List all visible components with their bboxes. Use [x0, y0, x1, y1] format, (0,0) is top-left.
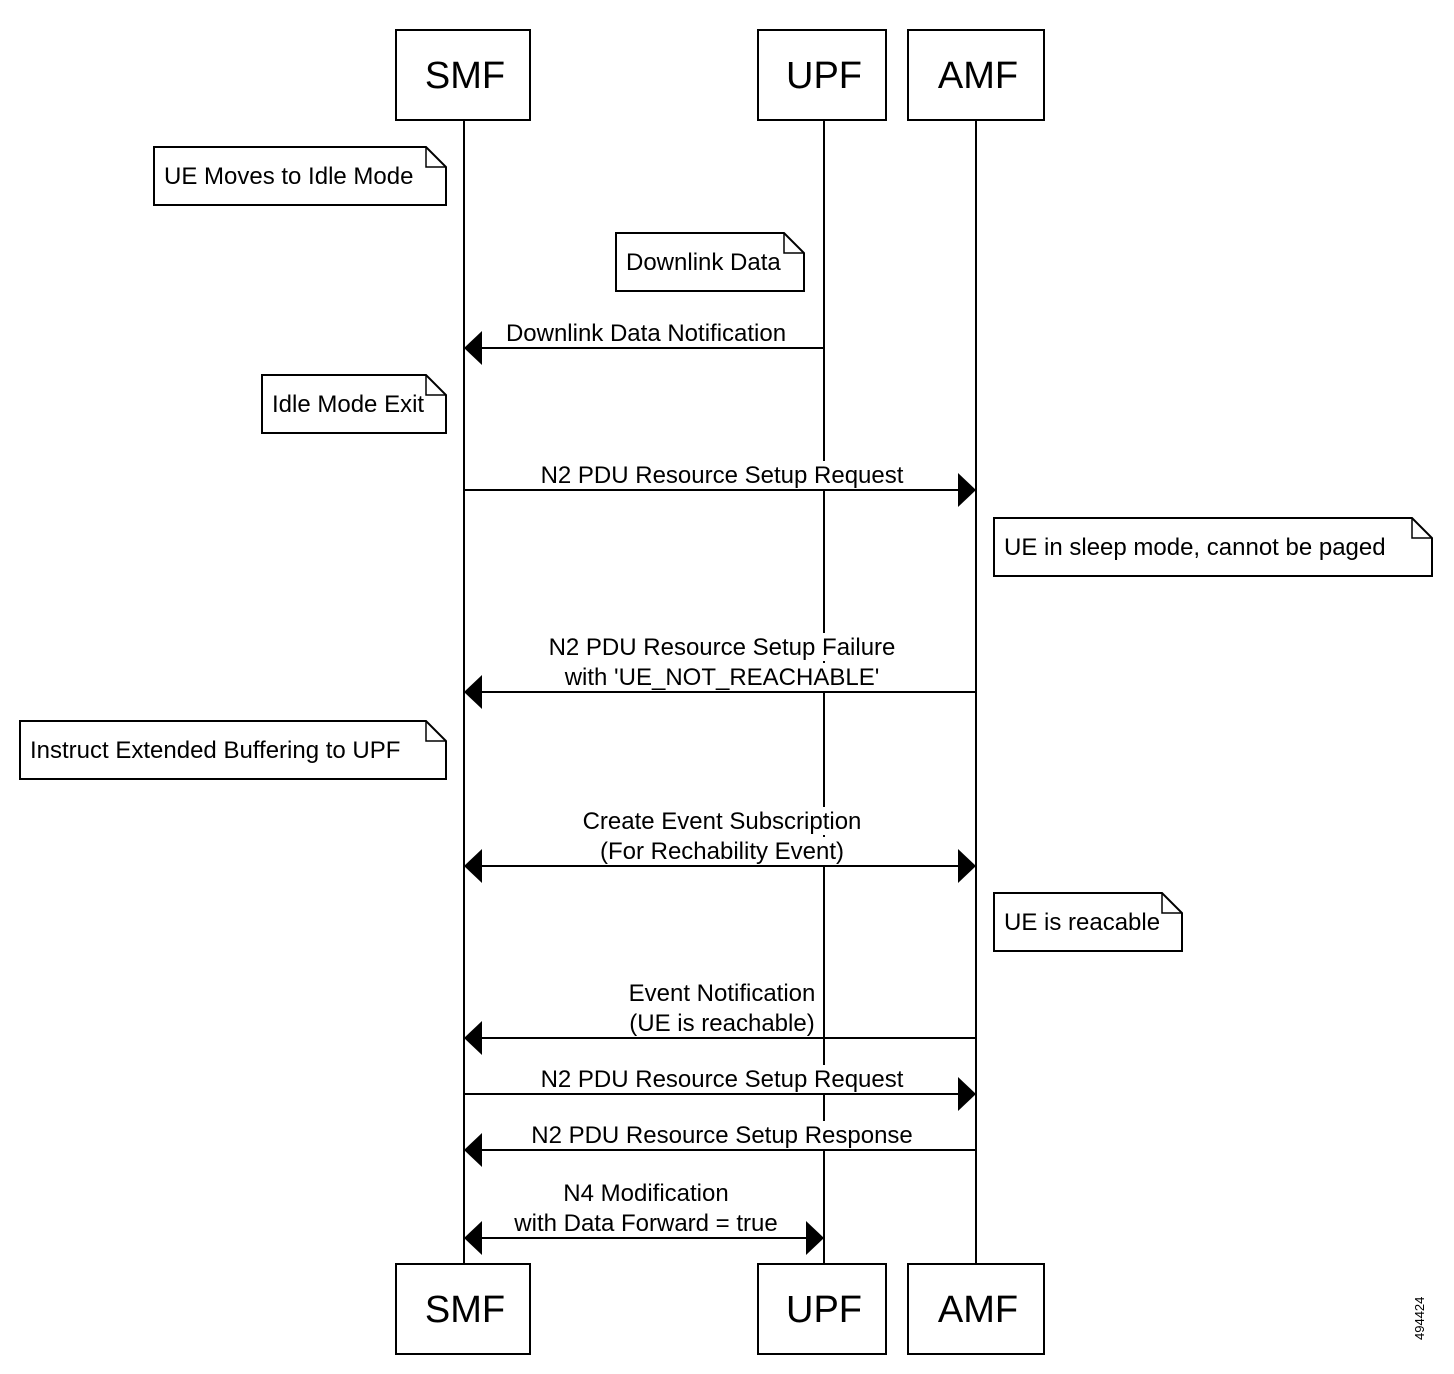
note-text: Downlink Data	[626, 249, 781, 276]
message-label-bg	[538, 1065, 906, 1093]
note: UE Moves to Idle Mode	[153, 146, 447, 206]
participants: SMF SMF UPF UPF AMF AMF	[395, 29, 1045, 1355]
note-text: Instruct Extended Buffering to UPF	[30, 737, 400, 764]
participant-box	[757, 29, 887, 121]
message-label-bg	[580, 807, 864, 835]
participant-amf-top: AMF	[907, 29, 1045, 121]
arrowhead-left-icon	[464, 849, 482, 883]
message-label-bg	[627, 1009, 817, 1037]
message-label-bg	[538, 461, 906, 489]
participant-label: UPF	[786, 1289, 862, 1331]
message-label-bg	[561, 1179, 731, 1207]
participant-label: SMF	[425, 1289, 505, 1331]
note: Downlink Data	[615, 232, 805, 292]
arrowhead-left-icon	[464, 1021, 482, 1055]
note-fold-icon	[425, 147, 446, 168]
message-label: N2 PDU Resource Setup Request	[541, 462, 904, 489]
note-text: Idle Mode Exit	[272, 391, 424, 418]
message: N2 PDU Resource Setup Response	[464, 1121, 976, 1167]
arrowhead-right-icon	[958, 1077, 976, 1111]
note: UE is reacable	[993, 892, 1183, 952]
message: Downlink Data Notification	[464, 319, 824, 365]
participant-upf-top: UPF	[757, 29, 887, 121]
message: N2 PDU Resource Setup Request	[464, 1065, 976, 1111]
participant-label: UPF	[786, 55, 862, 97]
message-label: with 'UE_NOT_REACHABLE'	[564, 664, 880, 691]
message-label: N2 PDU Resource Setup Failure	[549, 634, 896, 661]
note-box	[19, 720, 447, 780]
message-label: Create Event Subscription	[583, 808, 862, 835]
note-text: UE in sleep mode, cannot be paged	[1004, 534, 1386, 561]
note-fold-icon	[425, 721, 446, 742]
message-label-bg	[529, 1121, 915, 1149]
message-label-bg	[546, 633, 898, 661]
note: Instruct Extended Buffering to UPF	[19, 720, 447, 780]
message-label-bg	[597, 837, 847, 865]
participant-upf-bottom: UPF	[757, 1263, 887, 1355]
message-label: Event Notification	[629, 980, 816, 1007]
participant-box	[907, 29, 1045, 121]
arrowhead-left-icon	[464, 675, 482, 709]
message: N2 PDU Resource Setup Request	[464, 461, 976, 507]
participant-label: SMF	[425, 55, 505, 97]
message-label: (For Rechability Event)	[600, 838, 844, 865]
note-box	[993, 892, 1183, 952]
note-box	[153, 146, 447, 206]
note-fold-icon	[1411, 518, 1432, 539]
participant-smf-bottom: SMF	[395, 1263, 531, 1355]
message: N2 PDU Resource Setup Failure with 'UE_N…	[464, 633, 976, 709]
message-label: N2 PDU Resource Setup Response	[531, 1122, 913, 1149]
message: Event Notification (UE is reachable)	[464, 979, 976, 1055]
note-fold-icon	[783, 233, 804, 254]
message: N4 Modification with Data Forward = true	[464, 1179, 824, 1255]
arrowhead-right-icon	[958, 849, 976, 883]
message-label: with Data Forward = true	[513, 1210, 777, 1237]
message-label: N2 PDU Resource Setup Request	[541, 1066, 904, 1093]
message-label: (UE is reachable)	[629, 1010, 814, 1037]
message-label-bg	[511, 1209, 780, 1237]
arrowhead-left-icon	[464, 331, 482, 365]
note-text: UE Moves to Idle Mode	[164, 163, 413, 190]
arrowhead-left-icon	[464, 1133, 482, 1167]
participant-box	[907, 1263, 1045, 1355]
note: Idle Mode Exit	[261, 374, 447, 434]
participant-box	[757, 1263, 887, 1355]
note-fold-icon	[425, 375, 446, 396]
message-label: N4 Modification	[563, 1180, 728, 1207]
message-label-bg	[626, 979, 818, 1007]
note-box	[615, 232, 805, 292]
note-box	[993, 517, 1433, 577]
arrowhead-right-icon	[958, 473, 976, 507]
participant-box	[395, 29, 531, 121]
figure-id: 494424	[1412, 1297, 1427, 1340]
message-label: Downlink Data Notification	[506, 320, 786, 347]
note-fold-icon	[1161, 893, 1182, 914]
message-label-bg	[561, 663, 882, 691]
participant-label: AMF	[938, 1289, 1018, 1331]
participant-smf-top: SMF	[395, 29, 531, 121]
participant-amf-bottom: AMF	[907, 1263, 1045, 1355]
message-label-bg	[503, 319, 789, 347]
messages: Downlink Data Notification N2 PDU Resourc…	[464, 319, 976, 1255]
note-box	[261, 374, 447, 434]
note-text: UE is reacable	[1004, 909, 1160, 936]
participant-box	[395, 1263, 531, 1355]
participant-label: AMF	[938, 55, 1018, 97]
note: UE in sleep mode, cannot be paged	[993, 517, 1433, 577]
message: Create Event Subscription (For Rechabilit…	[464, 807, 976, 883]
arrowhead-right-icon	[806, 1221, 824, 1255]
arrowhead-left-icon	[464, 1221, 482, 1255]
